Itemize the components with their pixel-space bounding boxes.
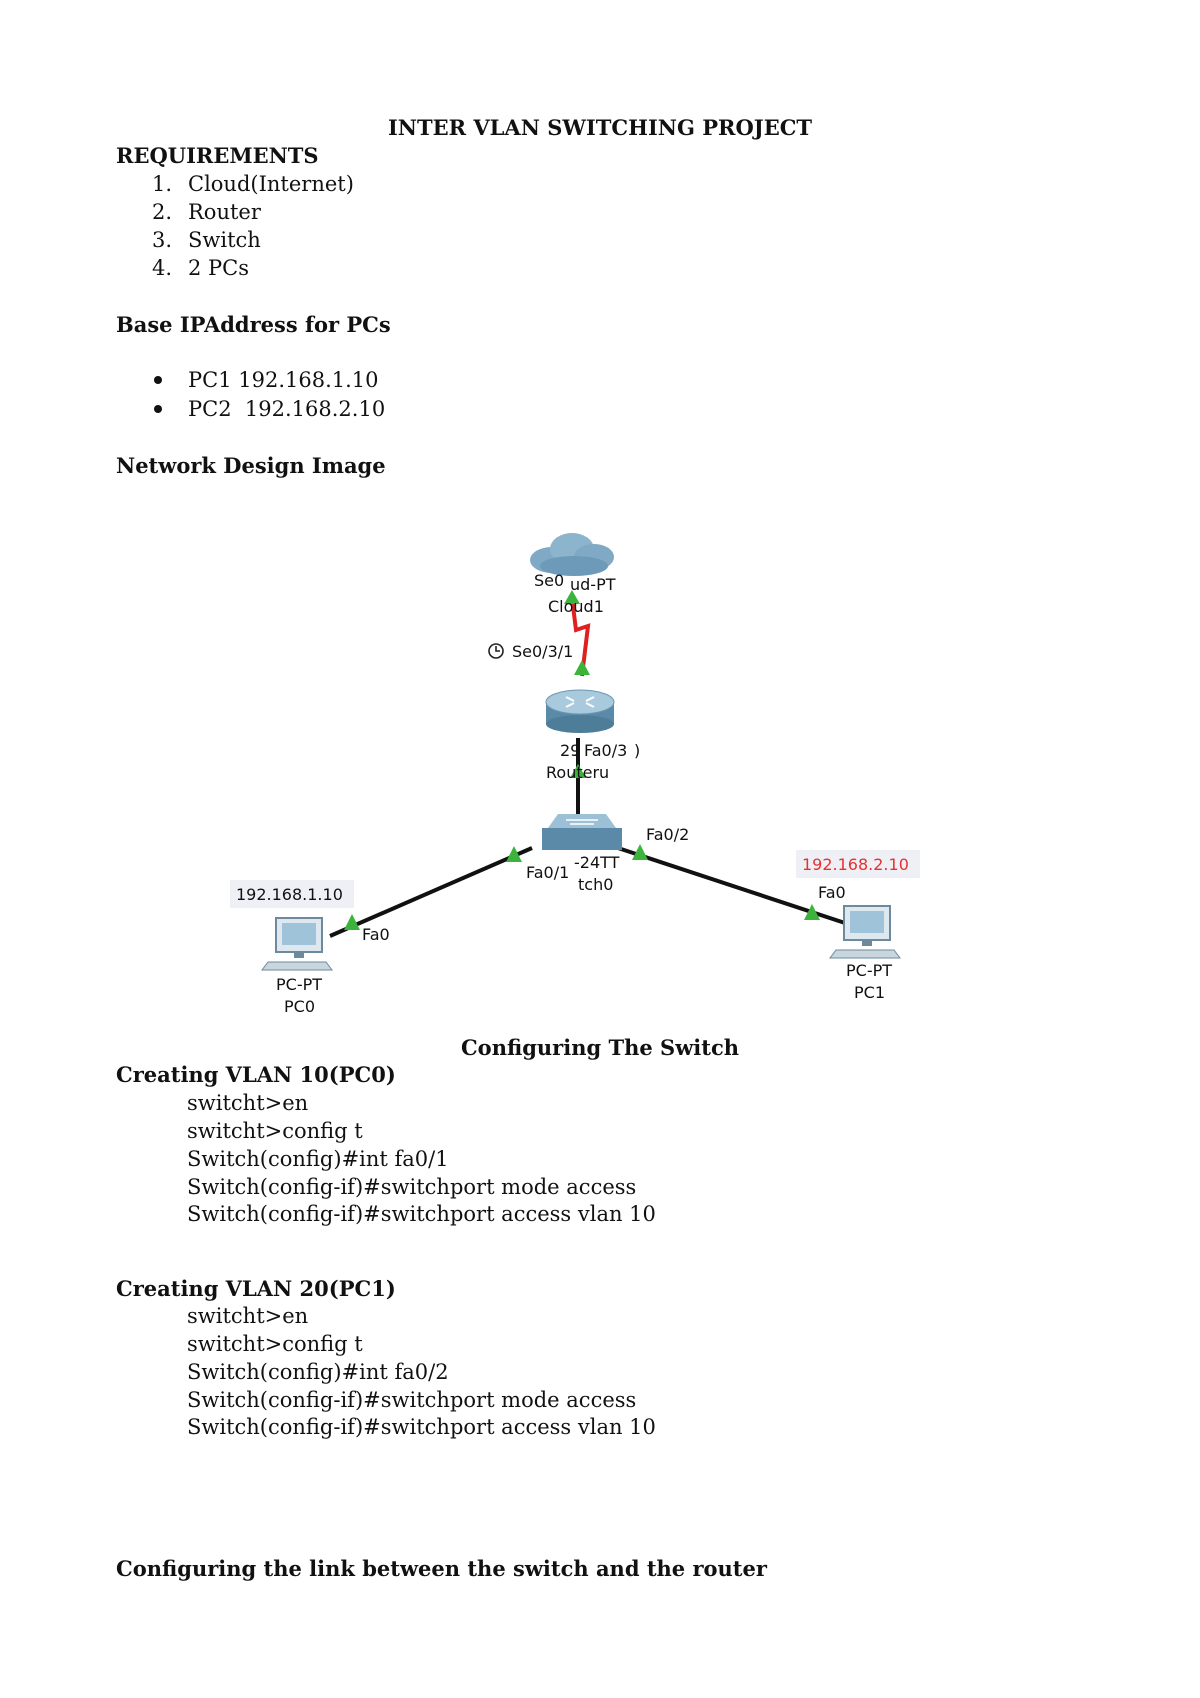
command-line: switcht>config t	[187, 1332, 363, 1356]
switch-name-label: tch0	[578, 875, 613, 894]
pc1-ip-label: 192.168.2.10	[802, 855, 909, 874]
pc1-name-label: PC1	[854, 983, 885, 1002]
list-number: 4.	[152, 256, 173, 280]
command-line: Switch(config)#int fa0/1	[187, 1147, 449, 1171]
list-item: PC2 192.168.2.10	[188, 397, 386, 421]
vlan20-heading: Creating VLAN 20(PC1)	[116, 1276, 396, 1301]
config-switch-heading: Configuring The Switch	[460, 1035, 740, 1060]
port-status-icon	[574, 660, 590, 675]
document-title: INTER VLAN SWITCHING PROJECT	[387, 115, 813, 140]
command-line: Switch(config-if)#switchport mode access	[187, 1388, 637, 1412]
serial-link	[570, 597, 591, 677]
router-icon	[545, 689, 615, 733]
network-design-heading: Network Design Image	[116, 453, 386, 478]
requirements-heading: REQUIREMENTS	[116, 143, 319, 168]
router-name-label: Routeru	[546, 763, 609, 782]
pc1-ip-label-box	[796, 850, 920, 878]
command-line: Switch(config)#int fa0/2	[187, 1360, 449, 1384]
command-line: switcht>en	[187, 1304, 309, 1328]
switch-fa2-label: Fa0/2	[646, 825, 689, 844]
command-line: switcht>config t	[187, 1119, 363, 1143]
switch-model-label: -24TT	[574, 853, 620, 872]
bullet-icon	[154, 376, 162, 384]
list-item: Switch	[188, 228, 261, 252]
port-status-icon	[344, 914, 360, 930]
list-item: 2 PCs	[188, 256, 250, 280]
pc0-ip-label-box	[230, 880, 354, 908]
list-item: Router	[188, 200, 261, 224]
pc0-model-label: PC-PT	[276, 975, 322, 994]
clock-icon	[488, 643, 504, 659]
command-line: Switch(config-if)#switchport access vlan…	[187, 1415, 656, 1439]
links	[329, 597, 849, 938]
vlan10-heading: Creating VLAN 10(PC0)	[116, 1062, 396, 1087]
port-status-icon	[804, 904, 820, 920]
link-config-heading: Configuring the link between the switch …	[116, 1556, 767, 1581]
list-number: 1.	[152, 172, 173, 196]
list-item: PC1 192.168.1.10	[188, 368, 379, 392]
command-line: Switch(config-if)#switchport mode access	[187, 1175, 637, 1199]
list-number: 2.	[152, 200, 173, 224]
port-status-icon	[564, 590, 580, 604]
pc1-port-label: Fa0	[818, 883, 846, 902]
router-serial-label: Se0/3/1	[512, 642, 573, 661]
router-model-label: 29	[560, 741, 580, 760]
switch-pc0-link	[329, 846, 533, 938]
command-line: switcht>en	[187, 1091, 309, 1115]
cloud-name-label: Cloud1	[548, 597, 604, 616]
cloud-port-label: Se0	[534, 571, 564, 590]
pc1-model-label: PC-PT	[846, 961, 892, 980]
switch-icon	[542, 814, 622, 850]
cloud-model-label: ud-PT	[570, 575, 616, 594]
router-fa-label: Fa0/3	[584, 741, 627, 760]
command-line: Switch(config-if)#switchport access vlan…	[187, 1202, 656, 1226]
switch-fa1-label: Fa0/1	[526, 863, 569, 882]
port-indicators	[344, 590, 820, 930]
bullet-icon	[154, 405, 162, 413]
port-status-icon	[570, 764, 586, 778]
pc0-computer-icon	[261, 917, 333, 971]
switch-pc1-link	[617, 846, 849, 926]
pc1-computer-icon	[829, 905, 901, 959]
router-suffix-label: )	[634, 741, 640, 760]
port-status-icon	[632, 844, 648, 860]
list-number: 3.	[152, 228, 173, 252]
pc0-ip-label: 192.168.1.10	[236, 885, 343, 904]
base-ip-heading: Base IPAddress for PCs	[116, 312, 391, 337]
list-item: Cloud(Internet)	[188, 172, 354, 196]
port-status-icon	[506, 846, 522, 862]
cloud-icon	[530, 533, 614, 576]
pc0-port-label: Fa0	[362, 925, 390, 944]
pc0-name-label: PC0	[284, 997, 315, 1016]
